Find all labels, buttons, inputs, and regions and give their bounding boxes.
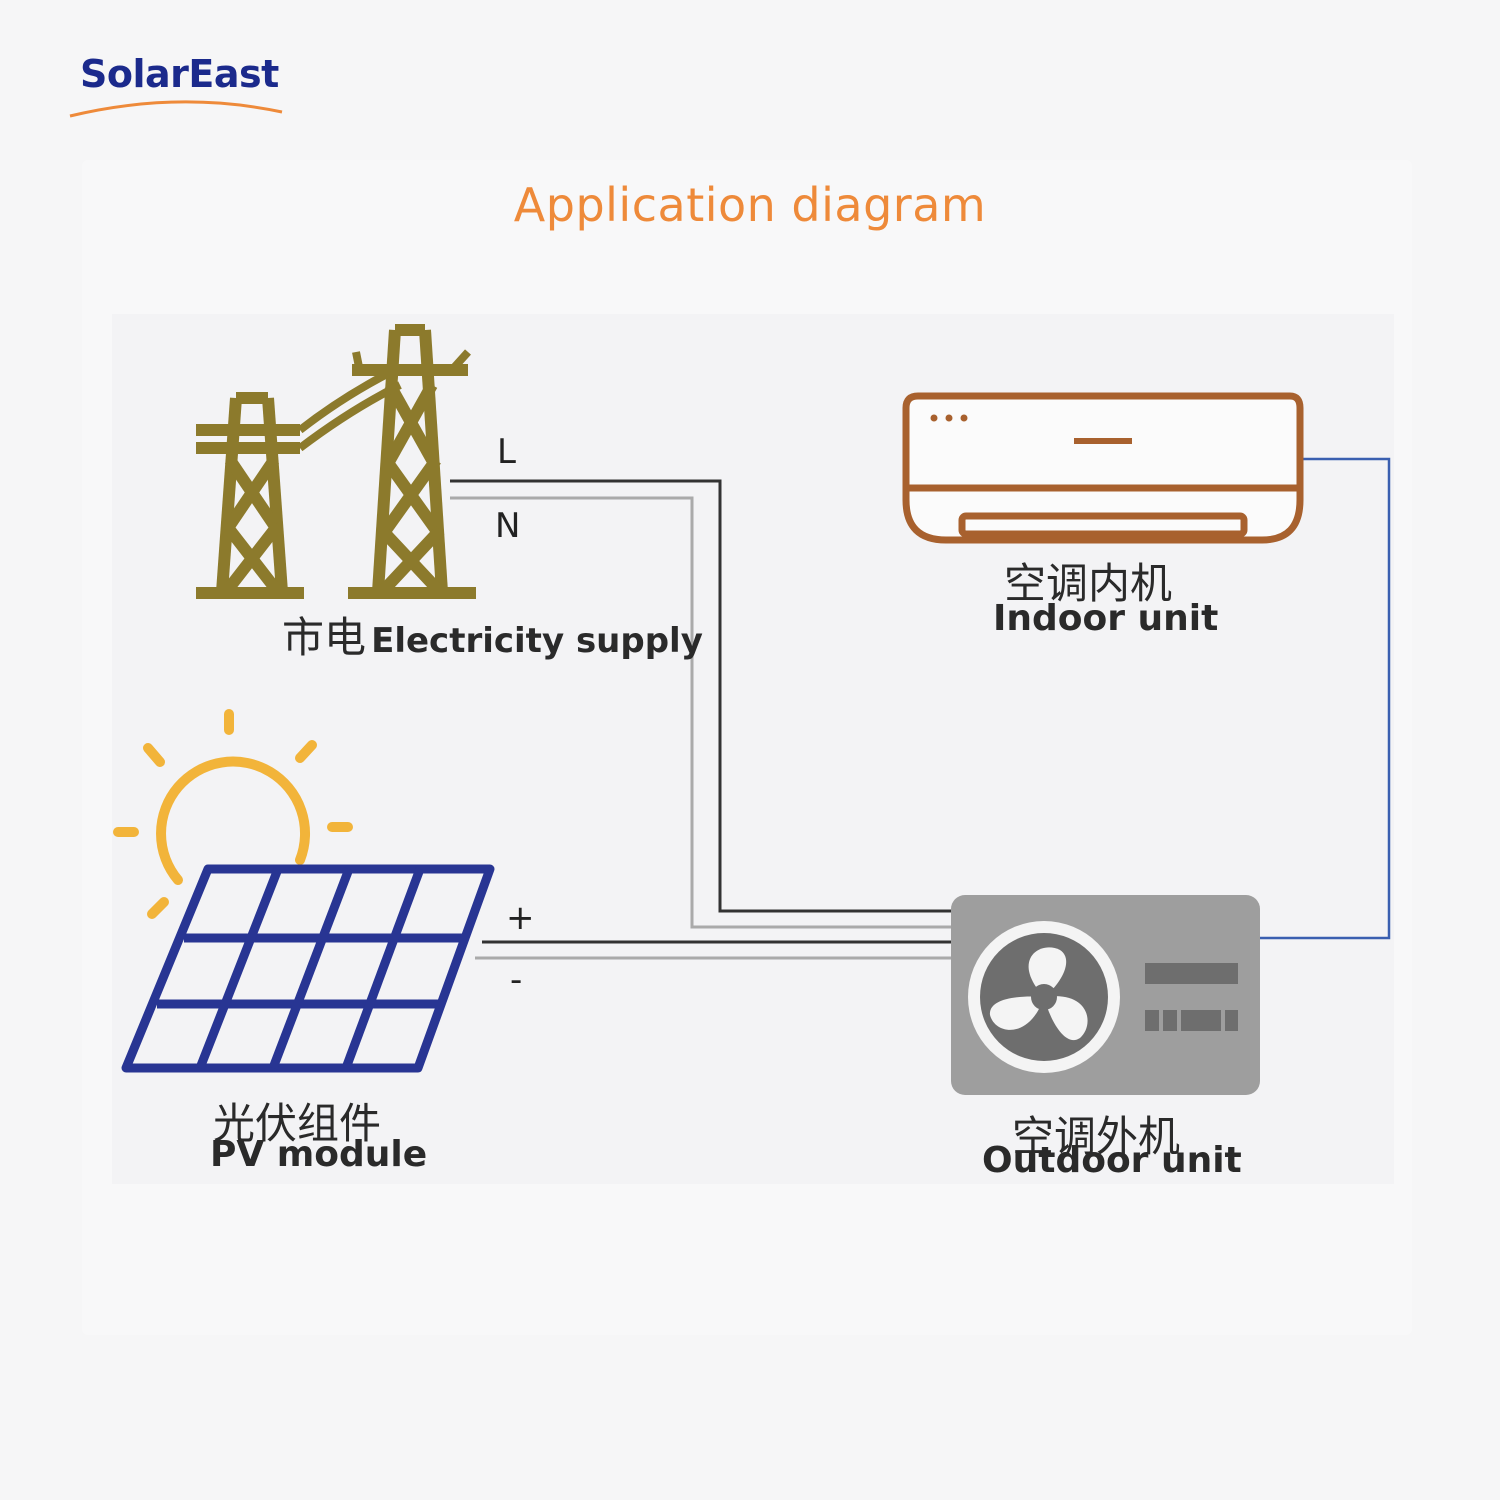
wire-label-live: L <box>497 432 516 472</box>
logo-swoosh-icon <box>69 100 283 118</box>
transmission-tower-icon <box>196 324 476 599</box>
outdoor-label-cn: 空调外机 <box>1012 1112 1181 1161</box>
indoor-label-en: Indoor unit <box>993 598 1219 639</box>
wire-neutral <box>450 496 952 929</box>
indoor-label-cn: 空调内机 <box>1004 559 1173 608</box>
pv-label-en: PV module <box>210 1134 428 1175</box>
indoor-unit-icon <box>902 392 1304 544</box>
wire-label-positive: + <box>506 898 535 938</box>
wire-label-negative: - <box>510 960 523 1000</box>
wire-live <box>450 479 952 913</box>
grid-label-cn: 市电 <box>282 613 367 662</box>
pv-panel-icon <box>121 864 495 1073</box>
brand-logo: SolarEast <box>68 50 288 125</box>
brand-name: SolarEast <box>80 52 279 96</box>
outdoor-unit-icon <box>951 895 1260 1095</box>
wire-label-neutral: N <box>495 506 521 546</box>
outdoor-label-en: Outdoor unit <box>982 1140 1242 1181</box>
page-title: Application diagram <box>513 178 987 232</box>
wire-indoor-outdoor-link <box>1258 457 1391 940</box>
pv-label-cn: 光伏组件 <box>213 1099 382 1148</box>
grid-label: 市电 Electricity supply <box>282 604 703 665</box>
grid-label-en: Electricity supply <box>371 621 703 661</box>
sun-icon <box>113 709 353 919</box>
